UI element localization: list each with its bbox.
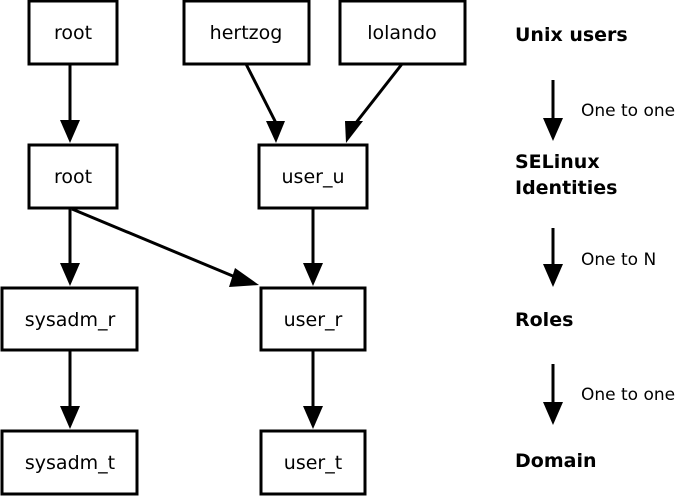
node-user-t: user_t [259,429,367,496]
edge-root-user-to-root-identity [60,64,80,143]
node-label: user_r [284,309,343,331]
arrow-users-to-identities [543,80,563,141]
node-hertzog: hertzog [182,0,311,66]
node-label: user_t [284,452,342,474]
arrow-roles-to-domain [543,364,563,425]
level-arrows [543,80,563,425]
edge-user-u-to-user-r [303,209,323,286]
relation-label-one-to-n: One to N [581,250,656,270]
node-label: root [54,166,92,188]
node-sysadm-r: sysadm_r [0,286,139,352]
node-user-u: user_u [257,143,369,210]
level-label-unix-users: Unix users [515,24,628,46]
level-label-selinux: SELinux [515,151,600,173]
edge-root-identity-to-sysadm-r [60,209,80,286]
edge-user-r-to-user-t [303,350,323,429]
relation-label-one-to-one-top: One to one [581,101,675,121]
node-label: lolando [367,22,437,44]
node-label: sysadm_t [25,452,115,474]
edge-sysadm-r-to-sysadm-t [60,350,80,429]
node-root-identity: root [27,143,119,210]
relation-labels: One to one One to N One to one [581,101,675,405]
edge-hertzog-to-user-u [244,63,285,143]
level-label-roles: Roles [515,309,573,331]
arrow-identities-to-roles [543,228,563,287]
level-label-domain: Domain [515,450,596,472]
edge-root-identity-to-user-r [71,207,259,287]
relation-label-one-to-one-bottom: One to one [581,385,675,405]
node-label: sysadm_r [25,309,116,331]
edge-lolando-to-user-u [345,63,404,143]
node-label: user_u [282,166,345,188]
level-label-identities: Identities [515,177,617,199]
node-user-r: user_r [259,286,367,352]
node-label: hertzog [210,22,283,44]
edges [60,63,404,429]
node-lolando: lolando [338,0,467,66]
level-labels: Unix users SELinux Identities Roles Doma… [515,24,628,472]
node-label: root [54,22,92,44]
node-root-user: root [27,0,119,66]
node-sysadm-t: sysadm_t [0,429,139,496]
